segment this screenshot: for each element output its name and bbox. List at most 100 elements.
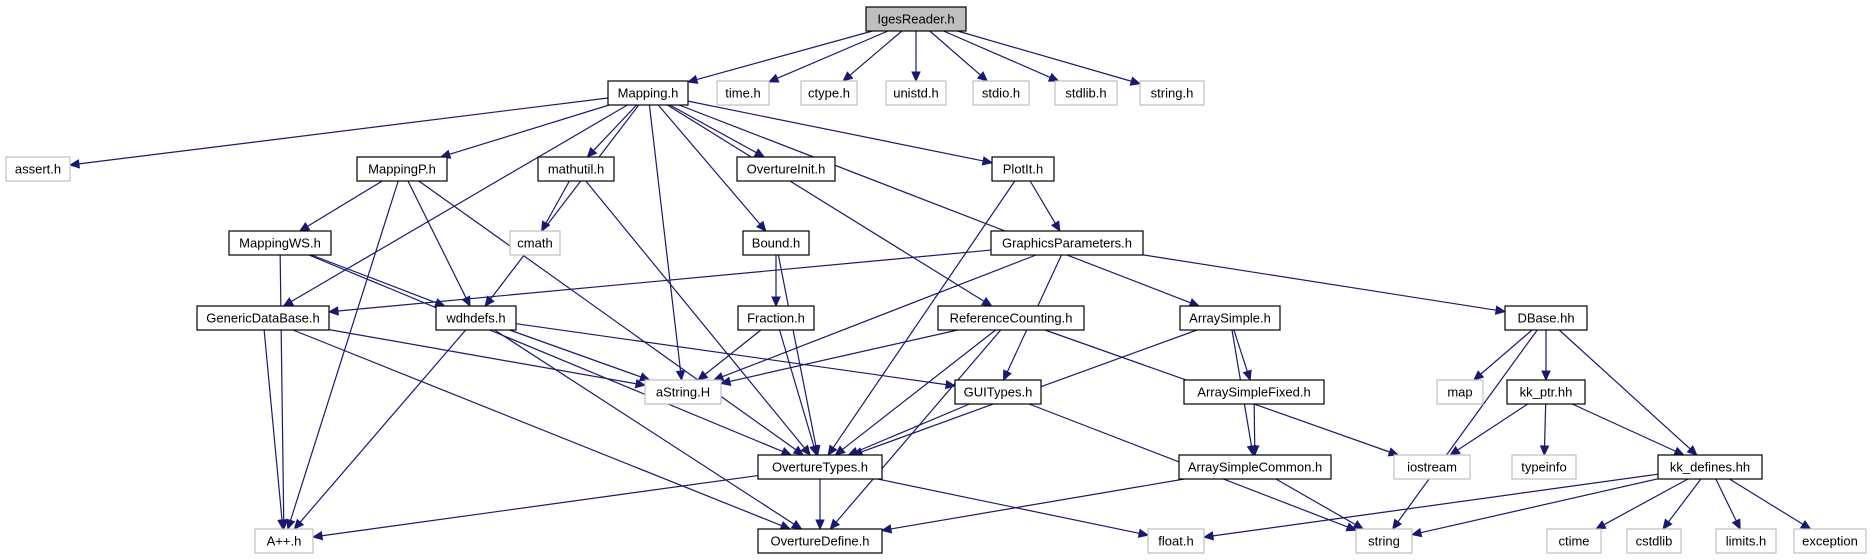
edge-genericdatabase-to-aplusplus [263,329,287,531]
arrowhead [981,296,993,307]
node-string-std[interactable]: string [1355,528,1413,554]
node-wdhdefs[interactable]: wdhdefs.h [435,305,517,331]
node-ctime[interactable]: ctime [1546,528,1602,554]
edge-graphicsparameters-to-genericdatabase [327,249,992,316]
node-box [228,230,332,256]
edge-line [929,30,981,76]
node-plotit[interactable]: PlotIt.h [991,156,1055,182]
node-box [1178,454,1332,480]
arrowhead [779,521,792,530]
node-guitypes[interactable]: GUITypes.h [954,379,1042,405]
node-cmath[interactable]: cmath [509,230,561,256]
arrowhead [1539,445,1550,457]
edge-line [1457,403,1529,451]
edge-line [669,104,757,154]
node-kkdefines[interactable]: kk_defines.hh [1657,454,1763,480]
node-aplusplus[interactable]: A++.h [254,528,314,554]
node-label: cstdlib [1636,534,1673,549]
node-box [5,156,71,182]
edge-line [704,329,762,375]
node-arraysimplefixed[interactable]: ArraySimpleFixed.h [1183,379,1325,405]
node-graphicsparameters[interactable]: GraphicsParameters.h [990,230,1144,256]
node-label: ReferenceCounting.h [950,311,1073,326]
node-box [885,80,947,106]
node-label: Mapping.h [618,86,679,101]
node-string-h[interactable]: string.h [1139,80,1205,106]
node-genericdatabase[interactable]: GenericDataBase.h [196,305,330,331]
edge-mapping-to-wdhdefs [484,104,640,307]
node-cstdlib[interactable]: cstdlib [1626,528,1682,554]
node-box [757,528,883,554]
node-overtureinit[interactable]: OvertureInit.h [736,156,836,182]
edge-kkptr-to-iostream [1449,403,1529,456]
edge-igesreader-to-time [767,30,889,83]
node-unistd[interactable]: unistd.h [885,80,947,106]
node-typeinfo[interactable]: typeinfo [1511,454,1577,480]
arrowhead [1242,369,1252,382]
edge-line [1142,254,1497,311]
node-kkptr[interactable]: kk_ptr.hh [1506,379,1586,405]
node-bound[interactable]: Bound.h [742,230,810,256]
node-label: map [1447,385,1472,400]
node-map[interactable]: map [1436,379,1484,405]
edge-arraysimplecommon-to-overturedefine [880,478,1185,534]
node-ctype[interactable]: ctype.h [800,80,858,106]
node-mappingp[interactable]: MappingP.h [356,156,448,182]
node-label: Bound.h [752,236,800,251]
node-box [1546,528,1602,554]
edge-line [1603,478,1689,526]
edge-line [856,403,970,453]
node-igesreader[interactable]: IgesReader.h [865,6,967,32]
node-limits[interactable]: limits.h [1715,528,1777,554]
node-label: unistd.h [893,86,939,101]
edge-line [1480,329,1533,375]
arrowhead [800,444,811,456]
edge-line [515,323,947,386]
arrowhead [686,74,699,85]
arrowhead [484,295,495,307]
node-arraysimplecommon[interactable]: ArraySimpleCommon.h [1178,454,1332,480]
node-mapping[interactable]: Mapping.h [607,80,689,106]
arrowhead [1003,369,1012,382]
edge-dbase-to-kkdefines [1558,329,1698,456]
node-iostream[interactable]: iostream [1393,454,1471,480]
node-overturedefine[interactable]: OvertureDefine.h [757,528,883,554]
node-dbase[interactable]: DBase.hh [1504,305,1588,331]
node-label: OvertureTypes.h [772,460,868,475]
edge-line [1275,478,1356,526]
node-overturetypes[interactable]: OvertureTypes.h [757,454,883,480]
node-exception[interactable]: exception [1793,528,1867,554]
node-mathutil[interactable]: mathutil.h [537,156,615,182]
node-label: mathutil.h [548,162,604,177]
arrowhead [1352,520,1365,530]
node-box [800,80,858,106]
node-label: exception [1802,534,1858,549]
node-box [1793,528,1867,554]
node-stdio[interactable]: stdio.h [972,80,1030,106]
arrowhead [755,220,767,232]
node-label: A++.h [267,534,302,549]
edge-overturetypes-to-overturedefine [815,479,825,531]
arrowhead [1594,520,1607,530]
node-stdlib[interactable]: stdlib.h [1054,80,1118,106]
arrowhead [1391,518,1403,530]
node-fraction[interactable]: Fraction.h [737,305,815,331]
edge-line [299,329,467,523]
node-label: MappingP.h [368,162,436,177]
node-float[interactable]: float.h [1147,528,1205,554]
edge-line [494,329,795,525]
node-arraysimple[interactable]: ArraySimple.h [1179,305,1281,331]
node-time[interactable]: time.h [716,80,770,106]
arrowhead [1541,370,1551,382]
edge-mathutil-to-overturetypes [585,180,811,456]
node-assert[interactable]: assert.h [5,156,71,182]
node-astring[interactable]: aString.H [644,379,722,405]
arrowhead [697,370,709,381]
edge-plotit-to-overturetypes [827,180,1016,457]
node-referencecounting[interactable]: ReferenceCounting.h [937,305,1085,331]
arrowhead [1449,445,1461,456]
edge-line [593,104,638,151]
edge-mappingp-to-wdhdefs [407,180,471,308]
arrowhead [586,146,598,158]
node-mappingws[interactable]: MappingWS.h [228,230,332,256]
